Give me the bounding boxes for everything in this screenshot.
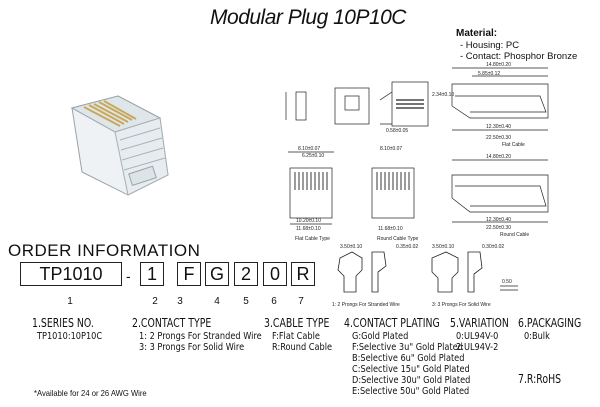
rohs-title: 7.R:RoHS — [518, 372, 562, 386]
svg-text:0.58±0.05: 0.58±0.05 — [386, 128, 408, 134]
svg-text:14.80±0.20: 14.80±0.20 — [486, 62, 511, 68]
round-cable-type-label: Round Cable Type — [377, 236, 419, 242]
front-view-mid — [288, 151, 549, 225]
series-title: 1.SERIES NO. — [32, 316, 94, 330]
svg-text:12.30±0.40: 12.30±0.40 — [486, 124, 511, 130]
order-number: 2 — [152, 296, 158, 307]
packaging-line: 0:Bulk — [524, 331, 550, 342]
svg-text:8.10±0.07: 8.10±0.07 — [298, 146, 320, 152]
code-rohs: R — [291, 262, 315, 286]
cable-type-line: F:Flat Cable — [272, 331, 320, 342]
code-variation: 2 — [234, 262, 258, 286]
order-number: 3 — [177, 296, 183, 307]
variation-line: 2:UL94V-2 — [456, 342, 499, 353]
svg-text:3.50±0.10: 3.50±0.10 — [432, 244, 454, 250]
plating-line: C:Selective 15u" Gold Plated — [352, 364, 470, 375]
code-cable-type: F — [177, 262, 201, 286]
packaging-title: 6.PACKAGING — [518, 316, 582, 330]
code-contact-type: 1 — [140, 262, 164, 286]
code-packaging: 0 — [263, 262, 287, 286]
svg-text:11.68±0.10: 11.68±0.10 — [296, 226, 321, 232]
code-series: TP1010 — [20, 262, 122, 286]
svg-text:10.20±0.10: 10.20±0.10 — [296, 218, 321, 224]
svg-text:2.34±0.10: 2.34±0.10 — [432, 92, 454, 98]
code-separator: - — [126, 268, 131, 284]
round-cable-label: Round Cable — [500, 232, 529, 238]
material-contact: - Contact: Phosphor Bronze — [460, 51, 578, 62]
order-number: 5 — [243, 296, 249, 307]
plating-line: D:Selective 30u" Gold Plated — [352, 375, 471, 386]
order-heading: ORDER INFORMATION — [8, 241, 201, 260]
svg-text:22.50±0.30: 22.50±0.30 — [486, 135, 511, 141]
svg-text:3.50±0.10: 3.50±0.10 — [340, 244, 362, 250]
material-heading: Material: — [456, 28, 498, 39]
order-number: 4 — [214, 296, 220, 307]
variation-line: 0:UL94V-0 — [456, 331, 499, 342]
footnote: *Available for 24 or 26 AWG Wire — [34, 388, 147, 398]
contact-type-line: 3: 3 Prongs For Solid Wire — [139, 342, 245, 353]
order-number: 1 — [67, 296, 73, 307]
svg-text:22.50±0.30: 22.50±0.30 — [486, 225, 511, 231]
svg-text:8.10±0.07: 8.10±0.07 — [380, 146, 402, 152]
variation-title: 5.VARIATION — [450, 316, 509, 330]
plug-photo — [70, 95, 169, 196]
svg-text:11.68±0.10: 11.68±0.10 — [378, 226, 403, 232]
plating-line: G:Gold Plated — [352, 331, 409, 342]
flat-cable-type-label: Flat Cable Type — [295, 236, 330, 242]
prong-caption-2: 1: 2 Prongs For Stranded Wire — [332, 302, 400, 308]
svg-text:6.25±0.10: 6.25±0.10 — [302, 153, 324, 159]
side-view-top — [285, 67, 549, 131]
flat-cable-label: Flat Cable — [502, 142, 525, 148]
material-housing: - Housing: PC — [460, 40, 520, 51]
svg-text:0.30±0.02: 0.30±0.02 — [482, 244, 504, 250]
cable-type-line: R:Round Cable — [272, 342, 333, 353]
series-line: TP1010:10P10C — [37, 331, 103, 342]
order-number: 6 — [271, 296, 277, 307]
cable-type-title: 3.CABLE TYPE — [264, 316, 330, 330]
contact-type-line: 1: 2 Prongs For Stranded Wire — [139, 331, 262, 342]
prong-details — [337, 251, 518, 293]
code-plating: G — [205, 262, 229, 286]
svg-text:0.35±0.02: 0.35±0.02 — [396, 244, 418, 250]
svg-text:5.85±0.12: 5.85±0.12 — [478, 71, 500, 77]
plating-line: E:Selective 50u" Gold Plated — [352, 386, 470, 397]
page-title: Modular Plug 10P10C — [210, 6, 406, 29]
svg-text:12.30±0.40: 12.30±0.40 — [486, 217, 511, 223]
plating-line: F:Selective 3u" Gold Plated — [352, 342, 463, 353]
plating-line: B:Selective 6u" Gold Plated — [352, 353, 465, 364]
prong-caption-3: 3: 3 Prongs For Solid Wire — [432, 302, 491, 308]
contact-plating-title: 4.CONTACT PLATING — [344, 316, 440, 330]
svg-text:0.50: 0.50 — [502, 279, 512, 285]
contact-type-title: 2.CONTACT TYPE — [132, 316, 212, 330]
order-number: 7 — [298, 296, 304, 307]
svg-text:14.80±0.20: 14.80±0.20 — [486, 154, 511, 160]
